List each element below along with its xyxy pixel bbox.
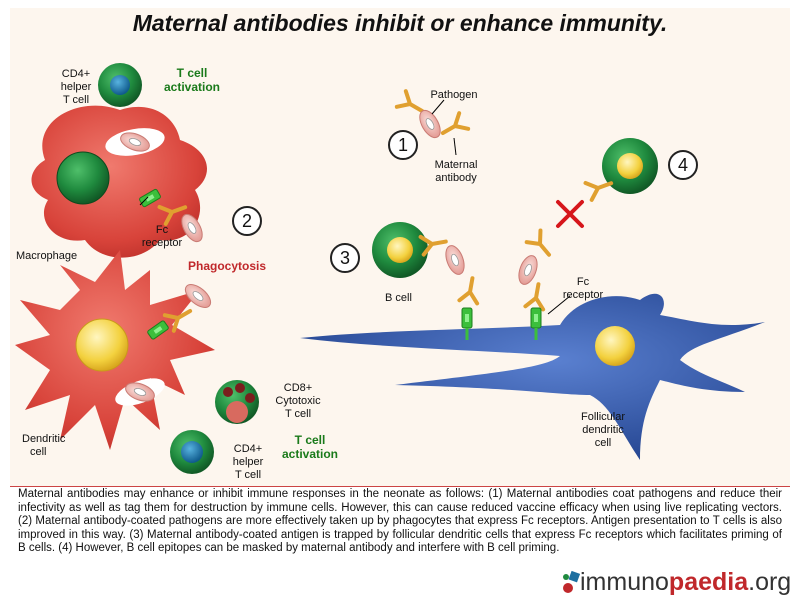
svg-text:antibody: antibody bbox=[435, 172, 477, 184]
t-activation-bottom-label: T cell activation bbox=[282, 433, 338, 461]
svg-text:Follicular: Follicular bbox=[581, 411, 625, 423]
svg-text:receptor: receptor bbox=[563, 289, 604, 301]
svg-text:CD4+: CD4+ bbox=[62, 68, 90, 80]
cd4-top-label: CD4+ helper T cell bbox=[61, 68, 92, 106]
svg-text:Fc: Fc bbox=[577, 276, 590, 288]
fc-receptor-left-label: Fc receptor bbox=[142, 224, 183, 249]
caption-text: Maternal antibodies may enhance or inhib… bbox=[18, 488, 782, 555]
svg-text:helper: helper bbox=[233, 456, 264, 468]
svg-text:T cell: T cell bbox=[177, 66, 208, 80]
step-2-badge: 2 bbox=[232, 206, 262, 236]
svg-text:T cell: T cell bbox=[285, 408, 311, 420]
svg-text:helper: helper bbox=[61, 81, 92, 93]
dendritic-cell-label: Dendritic cell bbox=[22, 433, 66, 458]
phagocytosis-label: Phagocytosis bbox=[188, 259, 266, 273]
svg-text:cell: cell bbox=[595, 437, 612, 449]
svg-text:cell: cell bbox=[30, 446, 47, 458]
svg-text:activation: activation bbox=[282, 447, 338, 461]
cd8-label: CD8+ Cytotoxic T cell bbox=[275, 382, 321, 420]
svg-text:4: 4 bbox=[678, 155, 688, 175]
step-3-badge: 3 bbox=[330, 243, 360, 273]
maternal-antibody-label: Maternal antibody bbox=[435, 159, 478, 184]
svg-text:T cell: T cell bbox=[63, 94, 89, 106]
svg-text:receptor: receptor bbox=[142, 237, 183, 249]
dendritic-nucleus bbox=[75, 318, 129, 372]
fc-receptor-right-label: Fc receptor bbox=[563, 276, 604, 301]
macrophage-nucleus bbox=[56, 151, 110, 205]
caption-divider bbox=[10, 486, 790, 487]
svg-text:Maternal: Maternal bbox=[435, 159, 478, 171]
follicular-dendritic-cell-body bbox=[300, 293, 765, 460]
svg-text:Cytotoxic: Cytotoxic bbox=[275, 395, 321, 407]
cd4-bottom-label: CD4+ helper T cell bbox=[233, 443, 264, 481]
svg-text:2: 2 bbox=[242, 211, 252, 231]
b-cell-label: B cell bbox=[385, 292, 412, 304]
macrophage-label: Macrophage bbox=[16, 250, 77, 262]
pathogen-label: Pathogen bbox=[430, 89, 477, 101]
block-x bbox=[556, 200, 584, 228]
step-4-badge: 4 bbox=[668, 150, 698, 180]
svg-text:activation: activation bbox=[164, 80, 220, 94]
immunopaedia-logo: immunopaedia.org bbox=[562, 566, 794, 598]
follicular-dendritic-cell-label: Follicular dendritic cell bbox=[581, 411, 625, 449]
svg-text:CD4+: CD4+ bbox=[234, 443, 262, 455]
logo-icon bbox=[563, 570, 580, 593]
svg-text:CD8+: CD8+ bbox=[284, 382, 312, 394]
svg-text:1: 1 bbox=[398, 135, 408, 155]
diagram-title: Maternal antibodies inhibit or enhance i… bbox=[132, 10, 668, 36]
svg-text:Fc: Fc bbox=[156, 224, 169, 236]
svg-text:3: 3 bbox=[340, 248, 350, 268]
macrophage-body bbox=[31, 105, 207, 258]
fdc-nucleus bbox=[595, 326, 635, 366]
svg-text:T cell: T cell bbox=[295, 433, 326, 447]
svg-text:Dendritic: Dendritic bbox=[22, 433, 66, 445]
t-activation-top-label: T cell activation bbox=[164, 66, 220, 94]
svg-text:T cell: T cell bbox=[235, 469, 261, 481]
svg-text:dendritic: dendritic bbox=[582, 424, 624, 436]
logo-wordmark: immunopaedia.org bbox=[580, 568, 792, 596]
step-1-badge: 1 bbox=[388, 130, 418, 160]
